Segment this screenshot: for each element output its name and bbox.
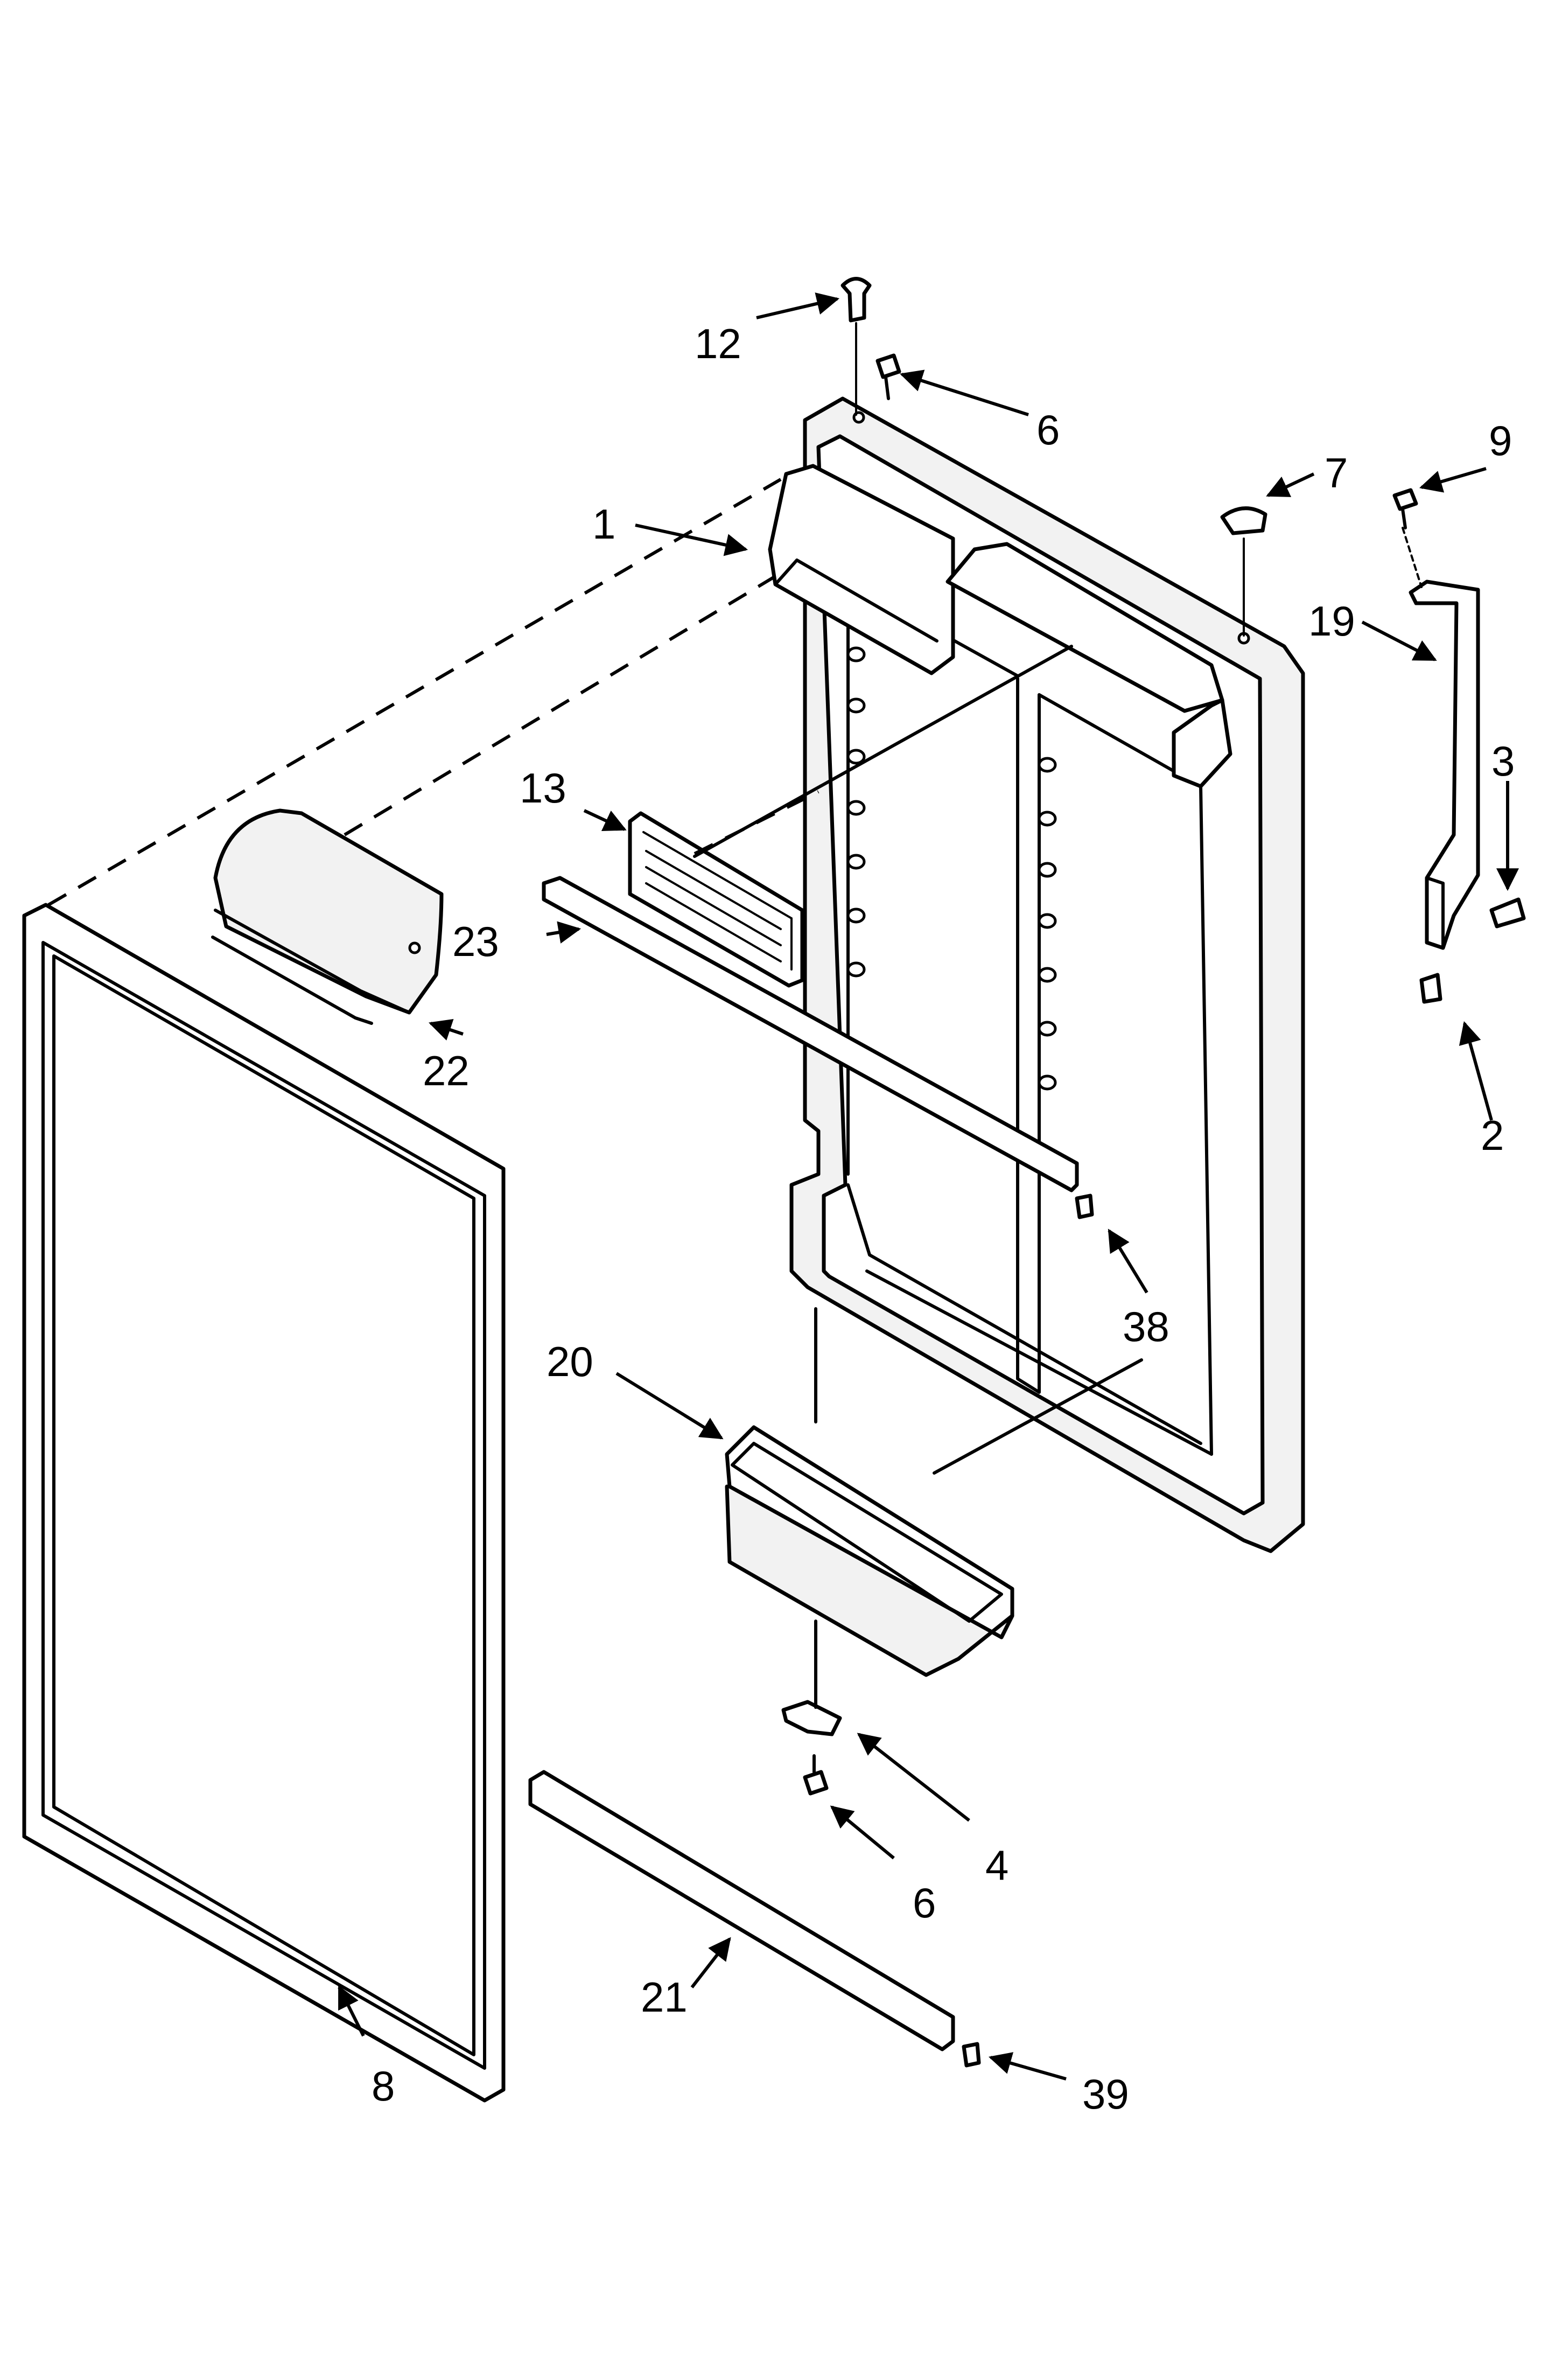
door-shelf-bin — [628, 811, 804, 988]
callout-19: 19 — [1308, 597, 1355, 645]
callout-38: 38 — [1123, 1303, 1169, 1350]
callout-leaders — [338, 292, 1519, 2081]
dairy-door — [211, 808, 444, 1025]
shelf-trim-strip — [542, 876, 1079, 1192]
callout-13: 13 — [520, 764, 566, 812]
callout-22: 22 — [423, 1047, 470, 1094]
callout-23: 23 — [452, 918, 499, 965]
door-handle-rail — [1409, 580, 1480, 950]
callout-4: 4 — [985, 1841, 1008, 1889]
callout-6-top: 6 — [1036, 406, 1060, 453]
door-liner — [768, 396, 1305, 1553]
callout-1: 1 — [592, 500, 615, 548]
callout-20: 20 — [547, 1338, 593, 1385]
assembly-lines — [47, 322, 1423, 1709]
callout-21: 21 — [641, 1973, 688, 2021]
door-gasket — [22, 903, 506, 2103]
callout-39: 39 — [1082, 2070, 1129, 2118]
bottom-trim-strip — [528, 1770, 955, 2051]
callout-9: 9 — [1489, 417, 1512, 464]
callout-7: 7 — [1325, 449, 1348, 497]
callout-labels: 12 6 7 9 1 19 3 13 23 22 2 38 20 4 6 21 … — [372, 320, 1515, 2118]
hardware — [781, 277, 1526, 2068]
callout-12: 12 — [695, 320, 741, 367]
callout-8: 8 — [372, 2062, 395, 2110]
callout-3: 3 — [1491, 737, 1515, 785]
callout-2: 2 — [1481, 1112, 1504, 1159]
callout-6-bottom: 6 — [913, 1879, 936, 1927]
door-bin — [725, 1425, 1014, 1677]
